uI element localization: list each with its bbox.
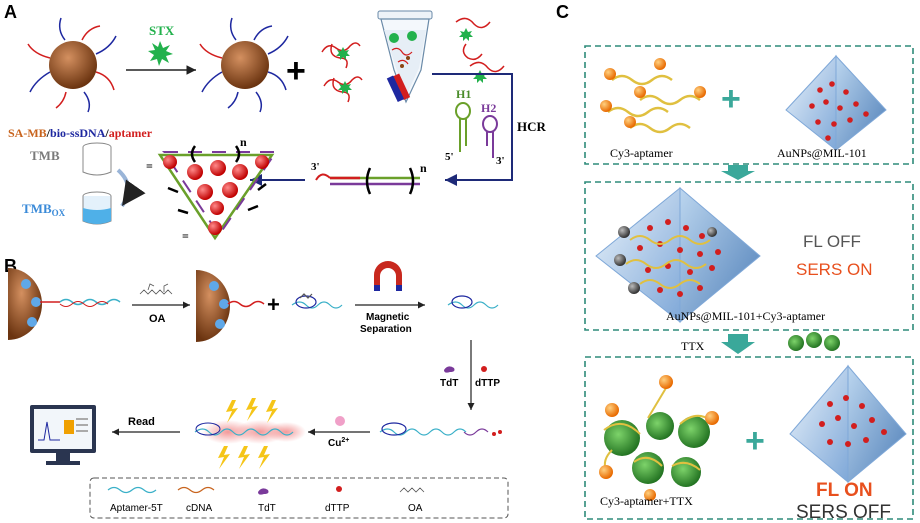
panel-c-label: C	[556, 2, 569, 22]
b-bead-2	[196, 270, 265, 342]
five-prime-label: 5'	[445, 151, 454, 163]
aunps-label: AuNPs@MIL-101	[777, 146, 867, 160]
legend-cdna: cDNA	[186, 503, 212, 514]
dttp-label: dTTP	[475, 378, 500, 389]
read-label: Read	[128, 416, 155, 428]
sers-off-label: SERS OFF	[796, 502, 891, 523]
aptamer-stx-complexes	[321, 42, 363, 103]
tmb-curved-arrow	[116, 168, 146, 208]
mof-with-aptamers	[595, 186, 761, 324]
n-top: n	[240, 135, 247, 149]
monitor-icon	[30, 405, 96, 465]
svg-text:=: =	[146, 159, 153, 173]
fluorescent-product	[194, 398, 306, 469]
cy3-label: Cy3-aptamer	[610, 146, 673, 160]
three-prime-dup: 3'	[311, 161, 320, 173]
cu-icon	[335, 416, 345, 426]
b-legend-box	[89, 477, 509, 519]
dna-triangle: n = =	[146, 135, 278, 243]
a-caption: SA-MB/bio-ssDNA/aptamer	[8, 126, 153, 140]
beaker-tmb-ox	[82, 191, 112, 225]
magnet-icon	[374, 261, 402, 291]
stx-label: STX	[149, 23, 175, 38]
tmb-ox-label: TMBOX	[22, 201, 66, 218]
c-plus-1: +	[721, 80, 741, 118]
ttx-molecules-icon	[788, 332, 840, 351]
b-legend: Aptamer-5T cDNA TdT dTTP OA	[107, 486, 425, 514]
h1-label: H1	[456, 87, 471, 101]
plus-a: +	[286, 52, 306, 90]
panel-a-label: A	[4, 2, 17, 22]
aptamer-ttx-complexes	[599, 375, 719, 501]
legend-tdt: TdT	[258, 503, 276, 514]
fl-on-label: FL ON	[816, 480, 873, 501]
b-bead-1	[8, 268, 121, 340]
magnetic-bead	[49, 41, 97, 89]
fl-off-label: FL OFF	[803, 232, 861, 251]
panel-b: B OA +	[4, 256, 509, 519]
ttx-label: TTX	[681, 339, 705, 353]
mb-aptamer-complex-1	[27, 17, 117, 113]
cy3-aptamer-strands	[600, 58, 706, 134]
separation-label: Separation	[360, 324, 412, 335]
hcr-label: HCR	[517, 119, 547, 134]
hcr-product: 3' n	[311, 161, 427, 195]
mof-octahedron-2	[789, 364, 907, 484]
cu-label: Cu2+	[328, 437, 349, 449]
combo-label: AuNPs@MIL-101+Cy3-aptamer	[666, 309, 825, 323]
c-plus-2: +	[745, 422, 765, 460]
extended-aptamer	[379, 422, 502, 436]
plus-b: +	[267, 292, 280, 317]
tdt-icon	[444, 366, 455, 373]
legend-dttp: dTTP	[325, 503, 350, 514]
mb-aptamer-complex-2	[199, 17, 289, 113]
hcr-connector	[432, 73, 513, 186]
magnetic-label: Magnetic	[366, 312, 410, 323]
oa-molecule-icon	[139, 283, 173, 295]
legend-aptamer-5t: Aptamer-5T	[110, 503, 163, 514]
h2-label: H2	[481, 101, 496, 115]
sers-on-label: SERS ON	[796, 260, 873, 279]
aptamer-oa-complex	[291, 293, 343, 309]
beaker-tmb	[82, 142, 112, 176]
c-arrow-2	[721, 334, 755, 354]
svg-text:=: =	[182, 229, 189, 243]
hairpin-h2	[482, 115, 498, 158]
mof-octahedron-1	[785, 54, 887, 152]
stx-icon	[148, 41, 173, 66]
c-arrow-1	[721, 165, 755, 180]
tdt-label: TdT	[440, 378, 458, 389]
tmb-label: TMB	[30, 148, 60, 163]
legend-oa: OA	[408, 503, 423, 514]
free-aptamer	[447, 295, 499, 309]
panel-a: A STX	[4, 2, 547, 243]
panel-c: C + C	[556, 2, 914, 523]
n-right: n	[420, 161, 427, 175]
oa-label: OA	[149, 313, 166, 325]
dttp-icon	[481, 366, 487, 372]
released-aptamer-stx	[455, 17, 505, 83]
test-tube-icon	[377, 10, 433, 104]
three-prime-label: 3'	[496, 155, 505, 167]
hairpin-h1	[455, 102, 471, 152]
magnetic-bead-2	[221, 41, 269, 89]
cy3-ttx-label: Cy3-aptamer+TTX	[600, 494, 693, 508]
